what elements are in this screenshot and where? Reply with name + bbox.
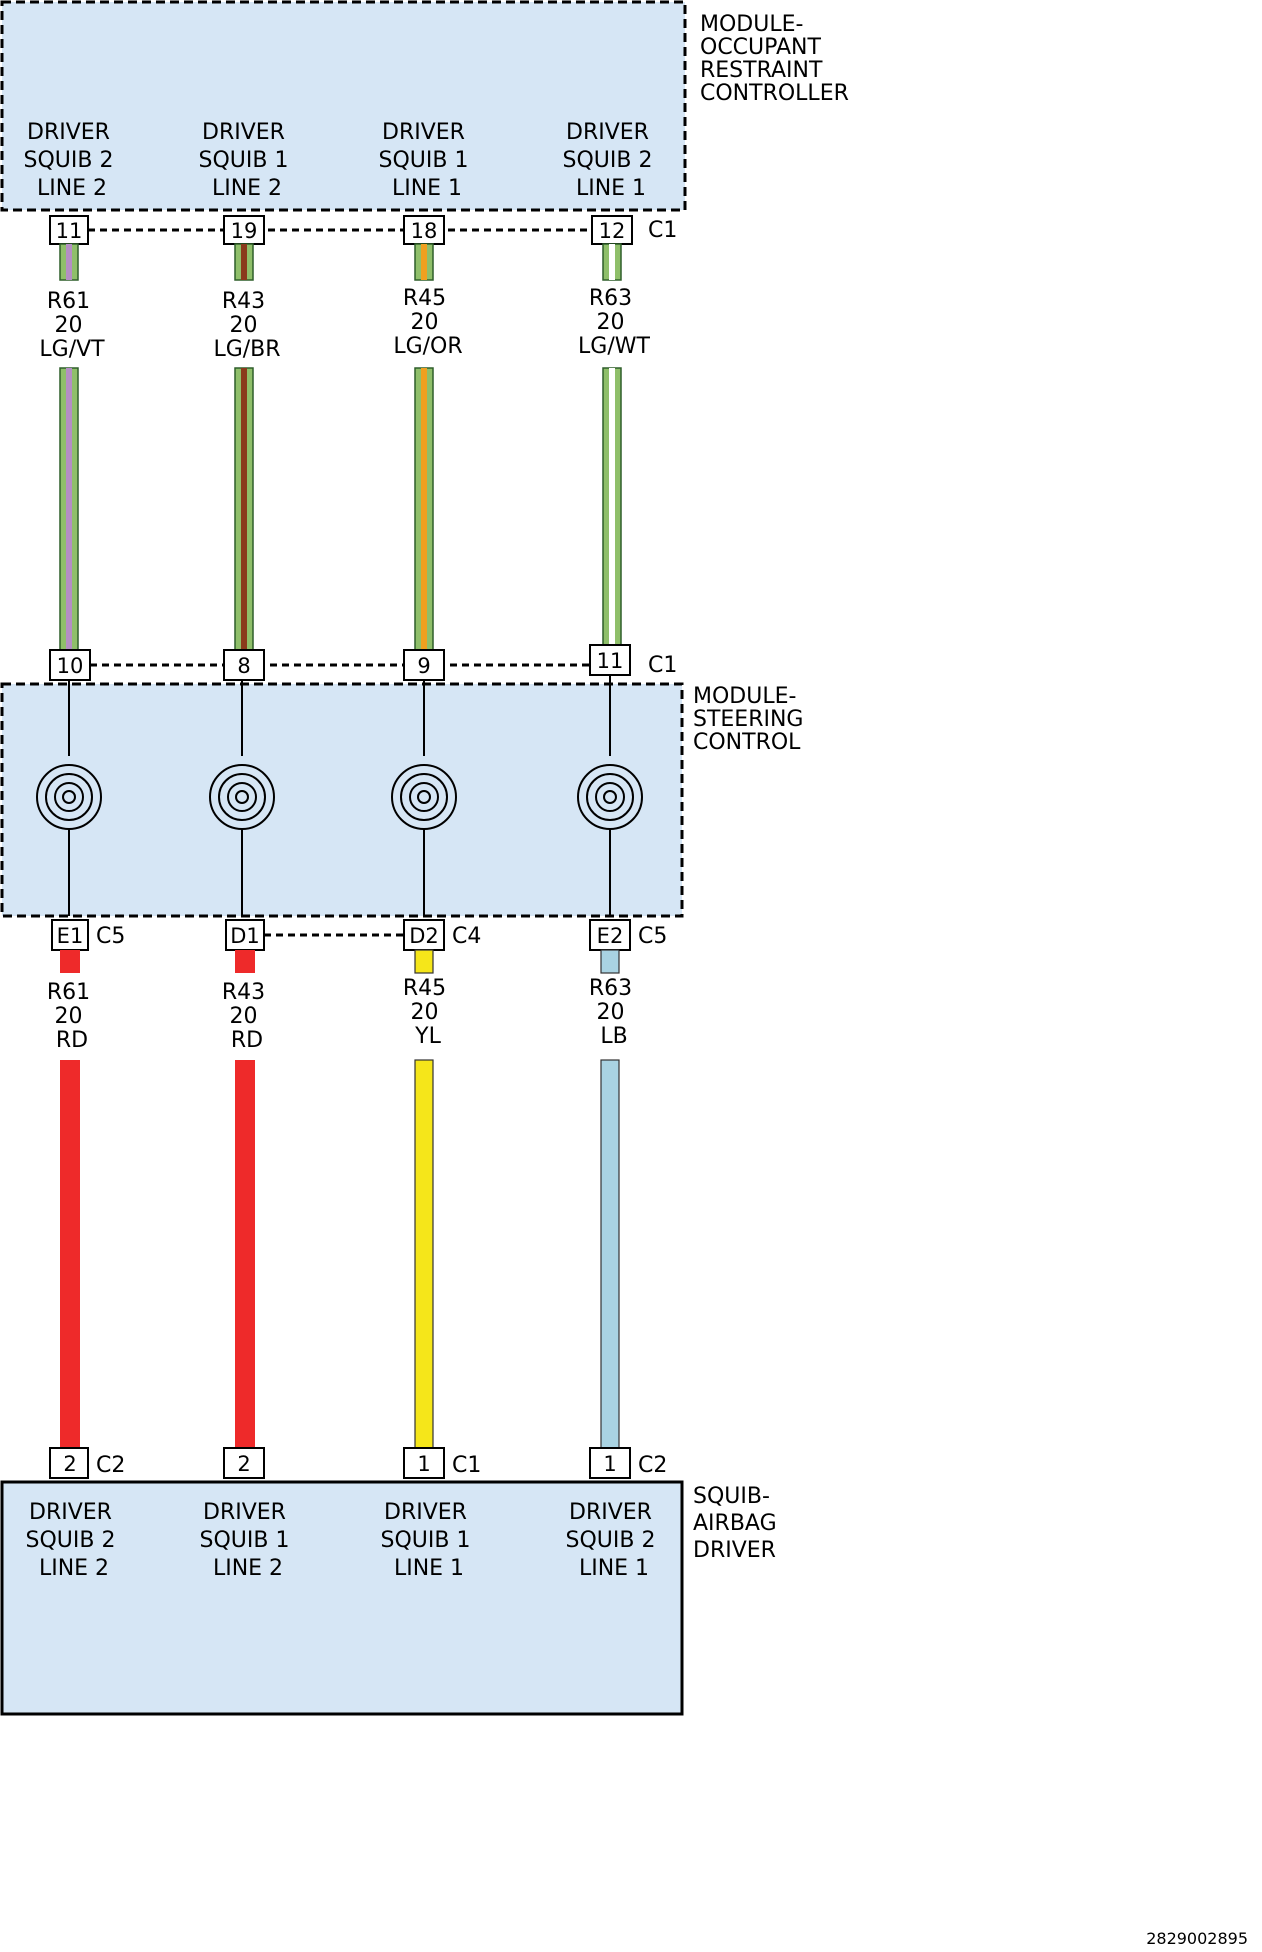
figure-id: 2829002895 — [1146, 1929, 1248, 1948]
wire-stripe — [241, 368, 247, 650]
svg-text:11: 11 — [597, 649, 624, 673]
svg-text:D2: D2 — [409, 924, 439, 948]
scm-top-pin: 10 — [49, 649, 91, 681]
occupant-restraint-controller: MODULE- OCCUPANT RESTRAINT CONTROLLER DR… — [0, 0, 849, 245]
orc-pin: 12 — [591, 215, 633, 245]
scm-bottom-connector-label: C5 — [96, 924, 125, 949]
lower-wire-label: R63 20 LB — [589, 976, 639, 1049]
upper-wire-label: R63 20 LG/WT — [578, 286, 650, 359]
scm-top-pin: 8 — [223, 649, 265, 681]
svg-text:2: 2 — [237, 1452, 250, 1476]
wire-stripe — [421, 368, 427, 650]
svg-text:18: 18 — [411, 219, 438, 243]
wire-r61-rd — [60, 950, 80, 1448]
scm-bottom-pin: E2 — [589, 919, 631, 951]
svg-text:8: 8 — [237, 654, 250, 678]
orc-module-box — [0, 0, 687, 212]
orc-circuit-label: DRIVER SQUIB 1 LINE 1 — [379, 120, 476, 201]
squib-airbag-driver: 2 C2 2 1 C1 1 C2 SQUIB- AIRBAG DRIVER DR… — [0, 1447, 784, 1716]
orc-circuit-label: DRIVER SQUIB 1 LINE 2 — [199, 120, 296, 201]
svg-text:E2: E2 — [597, 924, 624, 948]
wire-r63-lgwt — [602, 243, 622, 651]
clockspring-coil — [36, 680, 102, 916]
wire-r43-lgbr — [234, 243, 254, 651]
wire-stripe — [241, 244, 247, 280]
wire-stripe — [66, 244, 72, 280]
wire-stripe — [609, 244, 615, 280]
squib-circuit-label: DRIVER SQUIB 2 LINE 1 — [566, 1500, 663, 1581]
svg-text:9: 9 — [417, 654, 430, 678]
squib-circuit-label: DRIVER SQUIB 1 LINE 2 — [200, 1500, 297, 1581]
squib-pin: 1 — [403, 1447, 445, 1479]
scm-module-box — [0, 682, 684, 918]
svg-text:1: 1 — [417, 1452, 430, 1476]
wire-stripe — [421, 244, 427, 280]
svg-text:11: 11 — [56, 219, 83, 243]
svg-text:D1: D1 — [230, 924, 260, 948]
squib-pin: 1 — [589, 1447, 631, 1479]
upper-wires: R61 20 LG/VT R43 20 LG/BR R45 20 LG/OR R… — [39, 243, 651, 651]
wire-stripe — [66, 368, 72, 650]
svg-text:E1: E1 — [57, 924, 84, 948]
squib-circuit-label: DRIVER SQUIB 2 LINE 2 — [26, 1500, 123, 1581]
wire-segment — [600, 949, 620, 974]
scm-bottom-pin: E1 — [51, 919, 89, 951]
scm-title: MODULE- STEERING CONTROL — [693, 684, 810, 755]
svg-text:1: 1 — [603, 1452, 616, 1476]
squib-pin: 2 — [49, 1447, 89, 1479]
squib-connector-label: C1 — [452, 1453, 481, 1478]
wire-segment — [600, 1059, 620, 1449]
scm-bottom-connector-label: C5 — [638, 924, 667, 949]
orc-pin: 11 — [49, 215, 89, 245]
lower-wire-label: R43 20 RD — [222, 980, 272, 1053]
orc-title: MODULE- OCCUPANT RESTRAINT CONTROLLER — [700, 12, 849, 106]
orc-circuit-label: DRIVER SQUIB 2 LINE 2 — [24, 120, 121, 201]
wire-segment — [60, 950, 80, 973]
orc-pin: 19 — [223, 215, 265, 245]
steering-control-module: C1 MODULE- STEERING CONTROL 10 8 9 11 — [0, 644, 810, 951]
squib-connector-label: C2 — [96, 1453, 125, 1478]
squib-circuit-label: DRIVER SQUIB 1 LINE 1 — [381, 1500, 478, 1581]
wire-segment — [235, 950, 255, 973]
lower-wire-label: R45 20 YL — [403, 976, 453, 1049]
clockspring-coil — [209, 680, 275, 916]
orc-pin: 18 — [403, 215, 445, 245]
wire-r45-lgor — [414, 243, 434, 651]
clockspring-coil — [577, 675, 643, 916]
squib-module-box — [0, 1480, 684, 1716]
svg-text:10: 10 — [57, 654, 84, 678]
wire-r43-rd — [235, 950, 255, 1448]
upper-wire-label: R45 20 LG/OR — [393, 286, 462, 359]
lower-wires: R61 20 RD R43 20 RD R45 20 YL R63 20 LB — [47, 949, 639, 1449]
upper-wire-label: R61 20 LG/VT — [39, 289, 105, 362]
wire-stripe — [609, 368, 615, 650]
orc-connector-label: C1 — [648, 218, 677, 243]
squib-pin: 2 — [223, 1447, 265, 1479]
squib-title: SQUIB- AIRBAG DRIVER — [693, 1484, 784, 1563]
scm-top-connector-label: C1 — [648, 653, 677, 678]
wire-segment — [414, 949, 434, 974]
scm-bottom-pin: D2 — [403, 919, 445, 951]
svg-text:2: 2 — [63, 1452, 76, 1476]
lower-wire-label: R61 20 RD — [47, 980, 97, 1053]
squib-connector-label: C2 — [638, 1453, 667, 1478]
scm-top-pin: 9 — [403, 649, 445, 681]
upper-wire-label: R43 20 LG/BR — [213, 289, 280, 362]
scm-top-pin: 11 — [589, 644, 631, 676]
wire-segment — [235, 1060, 255, 1448]
orc-circuit-label: DRIVER SQUIB 2 LINE 1 — [563, 120, 660, 201]
wire-r61-lgvt — [59, 243, 79, 651]
scm-bottom-connector-label: C4 — [452, 924, 481, 949]
scm-bottom-pin: D1 — [225, 919, 265, 951]
clockspring-coil — [391, 680, 457, 916]
wire-segment — [60, 1060, 80, 1448]
wire-segment — [414, 1059, 434, 1449]
svg-text:19: 19 — [231, 219, 258, 243]
svg-text:12: 12 — [599, 219, 626, 243]
